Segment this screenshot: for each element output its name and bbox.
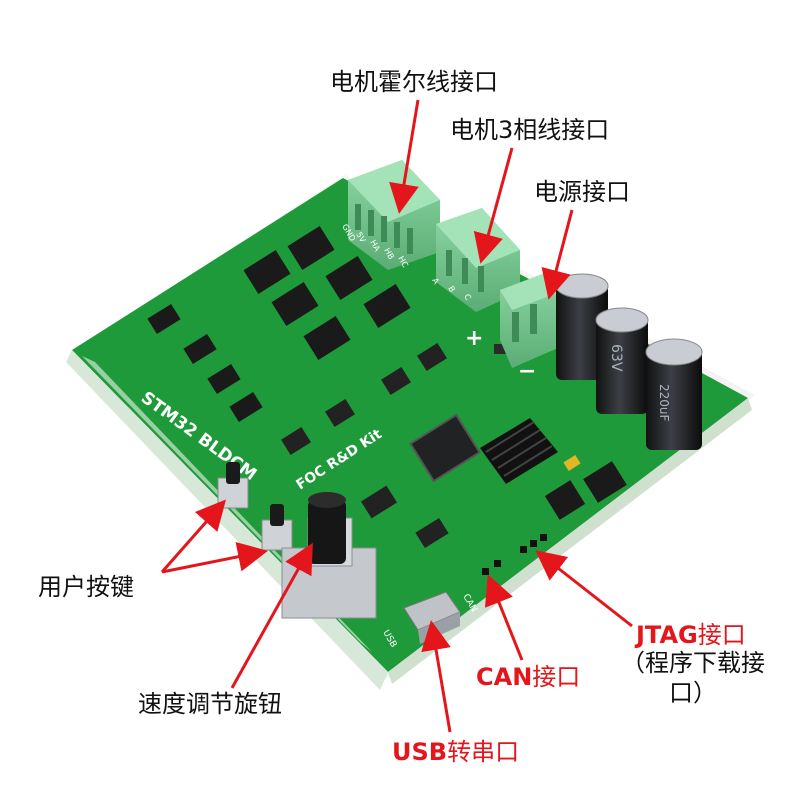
label-jtag: JTAG接口: [636, 623, 746, 647]
minus-sign: −: [518, 359, 536, 384]
label-jtag-prefix: JTAG: [636, 621, 698, 649]
label-can-suffix: 接口: [532, 663, 581, 691]
driver-ics: [281, 343, 449, 549]
arrow-jtag: [535, 550, 633, 628]
label-jtag-note: （程序下载接口）: [621, 649, 765, 707]
arrow-usb: [421, 620, 452, 733]
arrow-power: [541, 209, 574, 300]
pin-label: C: [462, 293, 473, 303]
arrow-phase: [473, 147, 514, 264]
stm32-mcu: [409, 413, 481, 483]
plus-sign: +: [465, 326, 483, 351]
mosfet-array: [147, 226, 411, 423]
arrow-key-1: [160, 499, 226, 573]
arrow-knob: [230, 542, 313, 689]
label-usb: USB转串口: [392, 740, 519, 764]
heatsink: [480, 418, 558, 484]
pin-label: A: [430, 277, 441, 287]
label-can: CAN接口: [476, 665, 580, 689]
electrolytic-capacitors: 220uF 63V: [555, 273, 703, 450]
arrow-can: [484, 574, 524, 661]
label-can-prefix: CAN: [476, 663, 533, 691]
arrow-hall: [389, 99, 420, 214]
annotation-arrows: [160, 99, 633, 733]
pin-label: B: [446, 285, 457, 294]
regulator-parts: [494, 344, 627, 520]
label-speed-knob: 速度调节旋钮: [138, 690, 282, 718]
label-phase-interface: 电机3相线接口: [450, 116, 610, 144]
arrow-key-2: [161, 541, 268, 574]
label-user-keys: 用户按键: [38, 573, 134, 601]
label-hall-interface: 电机霍尔线接口: [330, 68, 498, 96]
label-power-interface: 电源接口: [534, 178, 630, 206]
label-usb-suffix: 转串口: [447, 738, 520, 766]
header-pins: [482, 534, 547, 575]
cap-value: 220uF: [657, 384, 671, 422]
cap-voltage: 63V: [608, 344, 624, 372]
label-usb-prefix: USB: [392, 738, 448, 766]
label-jtag-suffix: 接口: [697, 621, 746, 649]
